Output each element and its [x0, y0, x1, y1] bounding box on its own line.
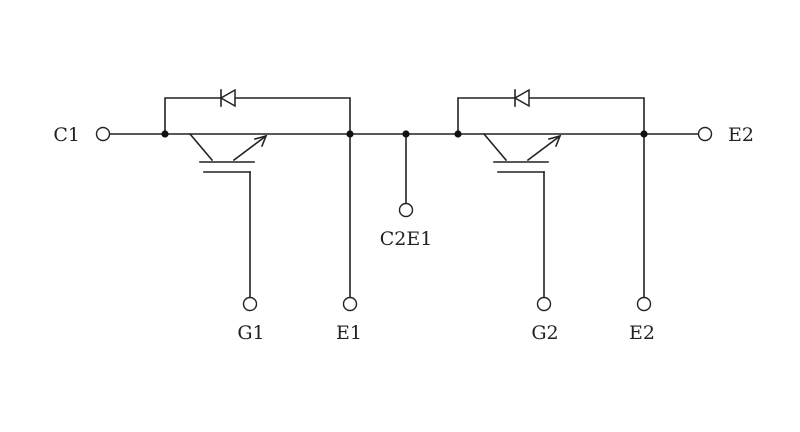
junction-dot [402, 130, 410, 138]
label-c1: C1 [53, 124, 80, 146]
label-c2e1: C2E1 [380, 228, 433, 250]
diode-left-symbol [219, 88, 236, 108]
label-e2-bottom: E2 [629, 322, 655, 344]
terminal-g2 [536, 296, 552, 312]
diode-right-symbol [513, 88, 530, 108]
junction-dot [346, 130, 354, 138]
label-e2-right: E2 [728, 124, 754, 146]
igbt-right [457, 88, 645, 299]
junction-dot [454, 130, 462, 138]
igbt-right-emitter-arrow [548, 134, 562, 148]
label-g2: G2 [531, 322, 558, 344]
igbt-left-emitter-arrow [254, 134, 268, 148]
terminal-g1 [242, 296, 258, 312]
junction-dot [640, 130, 648, 138]
igbt-left-emitter-wire [232, 134, 268, 162]
igbt-left [164, 88, 351, 299]
terminal-c1 [95, 126, 111, 142]
terminal-e1 [342, 296, 358, 312]
igbt-left-collector-wire [188, 132, 214, 162]
label-e1: E1 [336, 322, 362, 344]
diode-right-loop-wire [457, 97, 645, 135]
igbt-right-emitter-wire [526, 134, 562, 162]
diode-left-loop-wire [164, 97, 351, 135]
terminal-c2e1 [398, 202, 414, 218]
junction-dot [161, 130, 169, 138]
terminal-e2-bottom [636, 296, 652, 312]
igbt-right-collector-wire [482, 132, 508, 162]
terminal-e2-right [697, 126, 713, 142]
label-g1: G1 [237, 322, 264, 344]
